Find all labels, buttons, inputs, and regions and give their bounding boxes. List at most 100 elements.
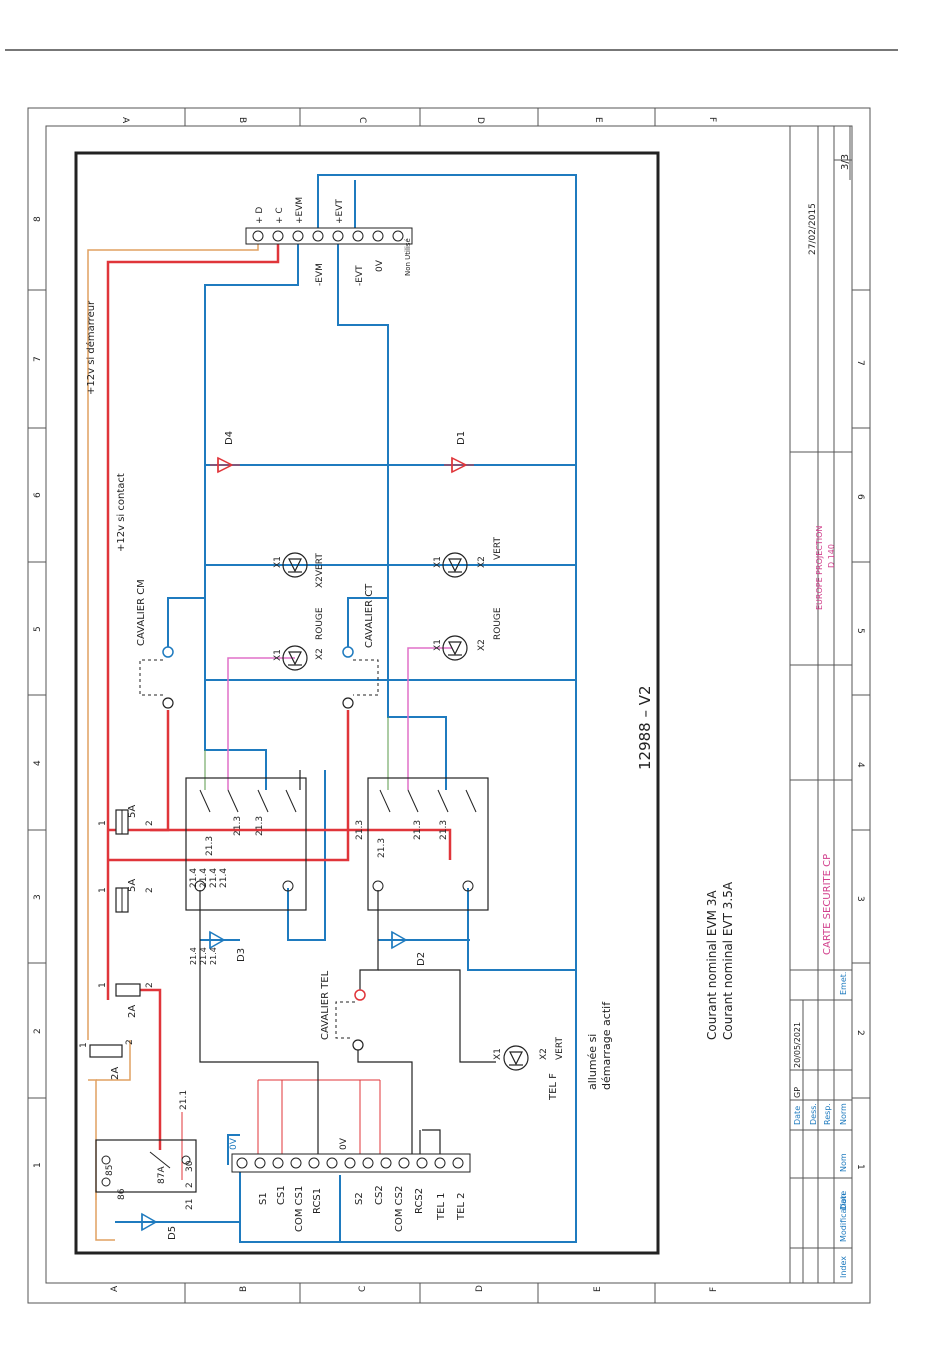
label-date: Date bbox=[793, 1106, 802, 1125]
grid-row-5-right: 5 bbox=[855, 628, 865, 634]
fuse-2a-bottom-label: 2A bbox=[110, 1067, 121, 1080]
diode-d3 bbox=[209, 930, 226, 950]
led-tel-x2: X2 bbox=[539, 1048, 549, 1060]
grid-col-f-bottom: F bbox=[709, 1287, 719, 1292]
terminal-s2: S2 bbox=[354, 1192, 365, 1205]
diode-d5 bbox=[141, 1212, 158, 1232]
terminal-s1: S1 bbox=[258, 1192, 269, 1205]
grid-col-a-bottom: A bbox=[110, 1285, 120, 1292]
terminal-plus-evm: +EVM bbox=[295, 197, 305, 224]
grid-col-d-bottom: D bbox=[475, 1285, 485, 1292]
terminal-plus-c: + C bbox=[275, 207, 285, 224]
led-ct-rouge-icon bbox=[442, 635, 468, 661]
drawing-reference: 12988 – V2 bbox=[636, 685, 654, 770]
grid-col-f: F bbox=[707, 117, 717, 122]
fuse-5a-bottom bbox=[115, 887, 129, 913]
terminal-tel2: TEL 2 bbox=[456, 1192, 467, 1221]
led-ct-vert-label: VERT bbox=[493, 537, 503, 560]
grid-row-8: 8 bbox=[33, 216, 43, 222]
fuse-2a-bottom bbox=[89, 1044, 123, 1058]
relay-cm-contact-214b: 21.4 bbox=[199, 868, 209, 888]
grid-row-3-right: 3 bbox=[855, 896, 865, 902]
relay-cm-contact-213c: 21.3 bbox=[255, 816, 265, 836]
grid-row-2-right: 2 bbox=[855, 1030, 865, 1036]
wires-orange bbox=[87, 240, 259, 1241]
label-cavalier-tel: CAVALIER TEL bbox=[320, 970, 331, 1040]
grid-col-b: B bbox=[237, 117, 247, 123]
model-name: D 140 bbox=[827, 544, 836, 568]
title-block bbox=[789, 125, 853, 1284]
fuse-5a-bottom-pin1: 1 bbox=[98, 887, 108, 893]
fuse-2a-top-pin2: 2 bbox=[145, 982, 155, 988]
grid-row-6-right: 6 bbox=[855, 494, 865, 500]
led-cm-rouge-label: ROUGE bbox=[315, 607, 325, 640]
led-ct-rouge-label: ROUGE bbox=[493, 607, 503, 640]
date-drawn: 27/02/2015 bbox=[808, 203, 818, 255]
label-d1: D1 bbox=[456, 431, 467, 445]
terminal-0v: 0V bbox=[375, 259, 385, 272]
led-tel-x1: X1 bbox=[493, 1048, 503, 1060]
diode-d1 bbox=[444, 456, 474, 474]
fuse-5a-top bbox=[115, 809, 129, 835]
grid-row-5: 5 bbox=[33, 626, 43, 632]
terminal-tel1: TEL 1 bbox=[436, 1192, 447, 1221]
fuse-5a-top-pin1: 1 bbox=[98, 820, 108, 826]
relay-cm bbox=[185, 777, 307, 911]
grid-labels-top: A B C D E F A B C D E F 8 7 6 5 4 3 2 1 … bbox=[33, 117, 865, 1292]
led-cm-rouge-icon bbox=[282, 645, 308, 671]
label-d4: D4 bbox=[224, 431, 235, 445]
led-ct-vert-x2: X2 bbox=[477, 556, 487, 568]
terminal-com-cs1: COM CS1 bbox=[294, 1186, 305, 1232]
grid-col-d: D bbox=[475, 117, 485, 124]
fuse-2a-bottom-pin1: 1 bbox=[79, 1042, 89, 1048]
relay-pin-211: 21.1 bbox=[179, 1090, 189, 1110]
terminal-plus-d: + D bbox=[255, 207, 265, 224]
label-d5: D5 bbox=[167, 1226, 178, 1240]
relay-ct-contact-213a: 21.3 bbox=[355, 820, 365, 840]
fuse-5a-bottom-label: 5A bbox=[127, 879, 138, 892]
label-emet: Emet. bbox=[839, 972, 848, 995]
relay-cm-contact-214d: 21.4 bbox=[219, 868, 229, 888]
relay-pin-85: 85 bbox=[105, 1165, 115, 1176]
starter-relay bbox=[95, 1139, 197, 1193]
bottom-0v-right: 0V bbox=[339, 1137, 349, 1150]
d3-contact-214b: 21.4 bbox=[199, 947, 208, 965]
grid-col-c: C bbox=[357, 117, 367, 123]
relay-ct-contact-213c: 21.3 bbox=[413, 820, 423, 840]
label-d2: D2 bbox=[416, 952, 427, 966]
wires-black bbox=[199, 770, 496, 1155]
diode-d2 bbox=[391, 930, 408, 950]
terminal-rcs2: RCS2 bbox=[414, 1188, 425, 1214]
led-tel-f: TEL F bbox=[548, 1073, 559, 1101]
sheet-number: 3/3 bbox=[840, 154, 851, 170]
grid-col-e: E bbox=[593, 117, 603, 123]
fuse-2a-top-label: 2A bbox=[127, 1005, 138, 1018]
terminal-com-cs2: COM CS2 bbox=[394, 1186, 405, 1232]
relay-ct bbox=[367, 777, 489, 911]
fuse-2a-top-pin1: 1 bbox=[98, 982, 108, 988]
terminal-plus-evt: +EVT bbox=[335, 199, 345, 224]
relay-pin-21: 21 bbox=[185, 1199, 195, 1210]
d3-contact-214c: 21.4 bbox=[209, 947, 218, 965]
led-cm-vert-x2: X2VERT bbox=[315, 553, 325, 588]
schematic-border bbox=[74, 151, 660, 1255]
grid-col-b-bottom: B bbox=[239, 1286, 249, 1292]
outer-frame bbox=[27, 107, 871, 1304]
label-d3: D3 bbox=[236, 948, 247, 962]
grid-row-7: 7 bbox=[33, 356, 43, 362]
card-name: CARTE SECURITE CP bbox=[822, 854, 833, 955]
date-modified: 20/05/2021 bbox=[793, 1022, 802, 1068]
relay-ct-contact-213d: 21.3 bbox=[439, 820, 449, 840]
wires-pink bbox=[227, 647, 452, 790]
note-allumee-1: allumée si bbox=[586, 1034, 599, 1090]
wires-green bbox=[204, 717, 389, 790]
led-cm-rouge-x1: X1 bbox=[273, 649, 283, 661]
relay-pin-2: 2 bbox=[185, 1182, 195, 1188]
wires-thin-red bbox=[181, 464, 466, 1180]
led-cm-rouge-x2: X2 bbox=[315, 648, 325, 660]
wires-red bbox=[106, 240, 452, 1150]
relay-pin-86: 86 bbox=[117, 1188, 127, 1200]
grid-row-3: 3 bbox=[33, 894, 43, 900]
led-ct-vert-icon bbox=[442, 552, 468, 578]
label-cavalier-ct: CAVALIER CT bbox=[364, 583, 375, 648]
